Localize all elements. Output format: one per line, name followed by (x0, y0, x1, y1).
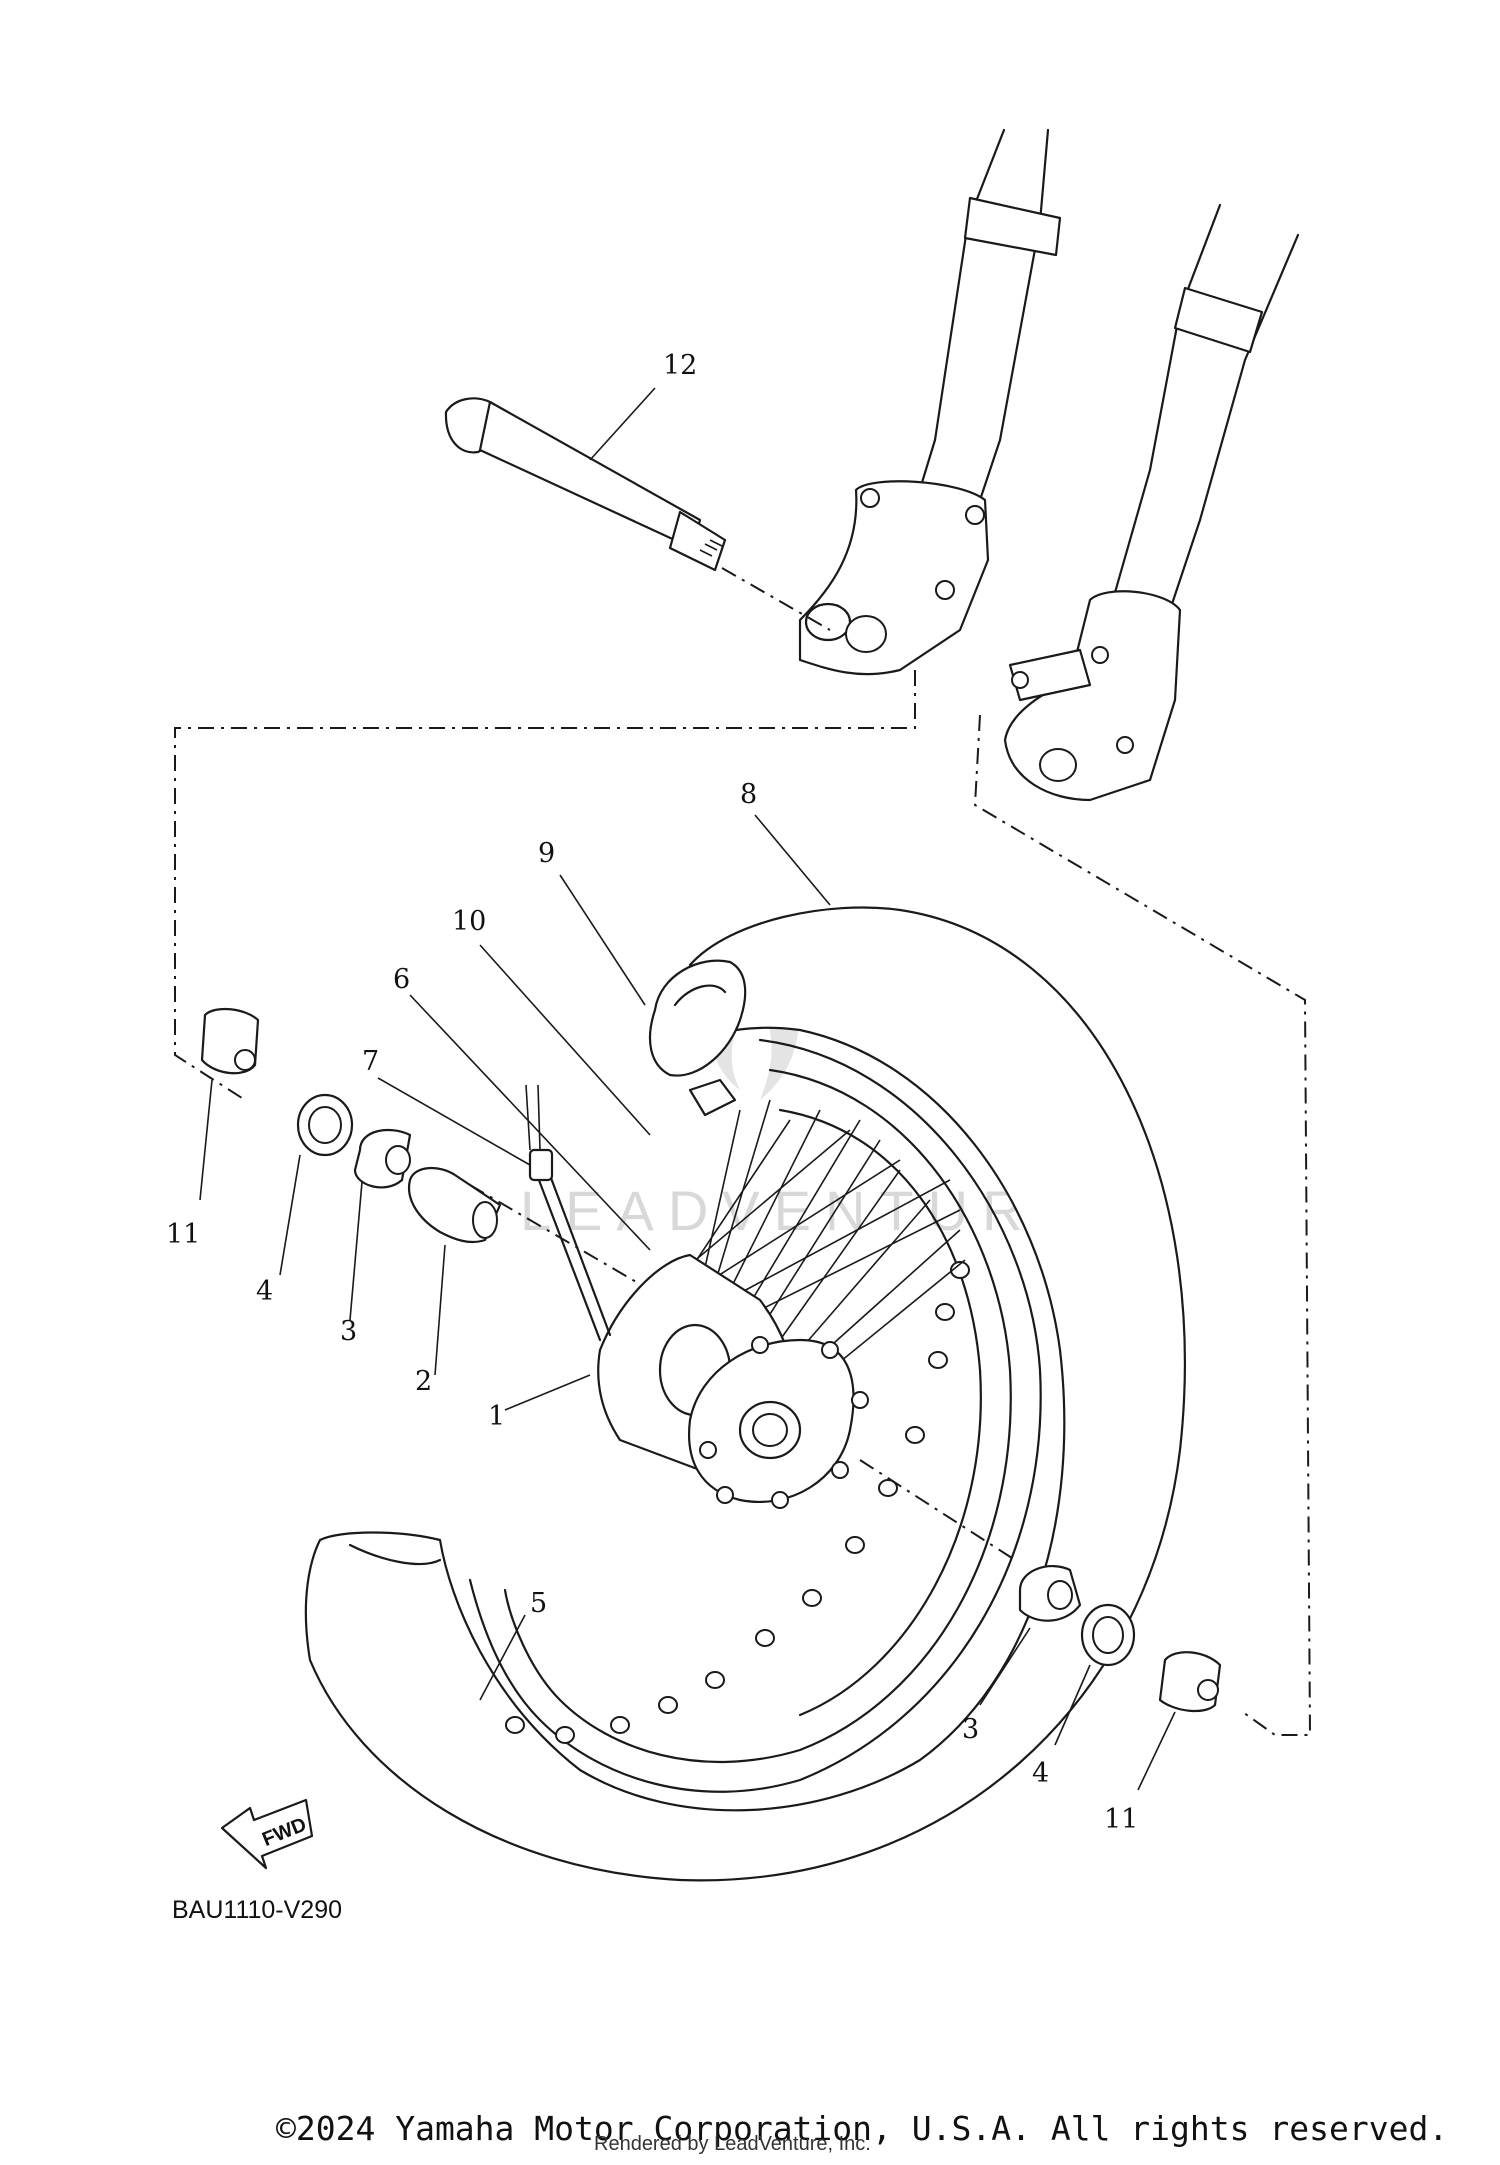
callout-11-right: 11 (1104, 1804, 1138, 1835)
callout-2: 2 (415, 1366, 432, 1397)
callout-10: 10 (452, 906, 486, 937)
spoke-holes (505, 1261, 970, 1744)
collar-left (200, 1007, 260, 1075)
callout-7: 7 (362, 1046, 379, 1077)
callout-8: 8 (740, 779, 757, 810)
front-fork-right (1003, 203, 1300, 802)
tube (648, 959, 747, 1077)
callout-1: 1 (488, 1401, 505, 1432)
oil-seal-left (353, 1128, 412, 1189)
rendered-by-notice: Rendered by LeadVenture, Inc. (594, 2133, 871, 2155)
callout-4-right: 4 (1032, 1758, 1049, 1789)
callout-3-left: 3 (340, 1316, 357, 1347)
diagram-code: BAU1110-V290 (172, 1896, 342, 1924)
callout-4-left: 4 (256, 1276, 273, 1307)
callout-9: 9 (538, 838, 555, 869)
front-fork-left (798, 128, 1062, 676)
valve-stem (525, 1084, 612, 1342)
callout-11-left: 11 (166, 1219, 200, 1250)
tire (304, 906, 1186, 1882)
front-axle (444, 397, 727, 572)
spacer (407, 1167, 502, 1244)
copyright-notice: ©2024 Yamaha Motor Corporation, U.S.A. A… (276, 2109, 1448, 2148)
rim-band (688, 1078, 737, 1117)
callout-12: 12 (663, 350, 697, 381)
callout-leaders (199, 387, 1176, 1791)
callout-3-right: 3 (962, 1714, 979, 1745)
bearing-right (1080, 1603, 1136, 1667)
bearing-left (296, 1093, 354, 1157)
callout-5: 5 (530, 1588, 547, 1619)
oil-seal-right (1018, 1565, 1082, 1622)
hub (597, 1253, 869, 1509)
fwd-arrow: FWD (220, 1798, 314, 1870)
callout-6: 6 (393, 964, 410, 995)
rim (468, 1038, 1042, 1793)
collar-right (1158, 1651, 1222, 1713)
callout-labels: 12 8 9 10 6 7 11 4 3 2 1 5 3 4 11 (166, 350, 1138, 1835)
